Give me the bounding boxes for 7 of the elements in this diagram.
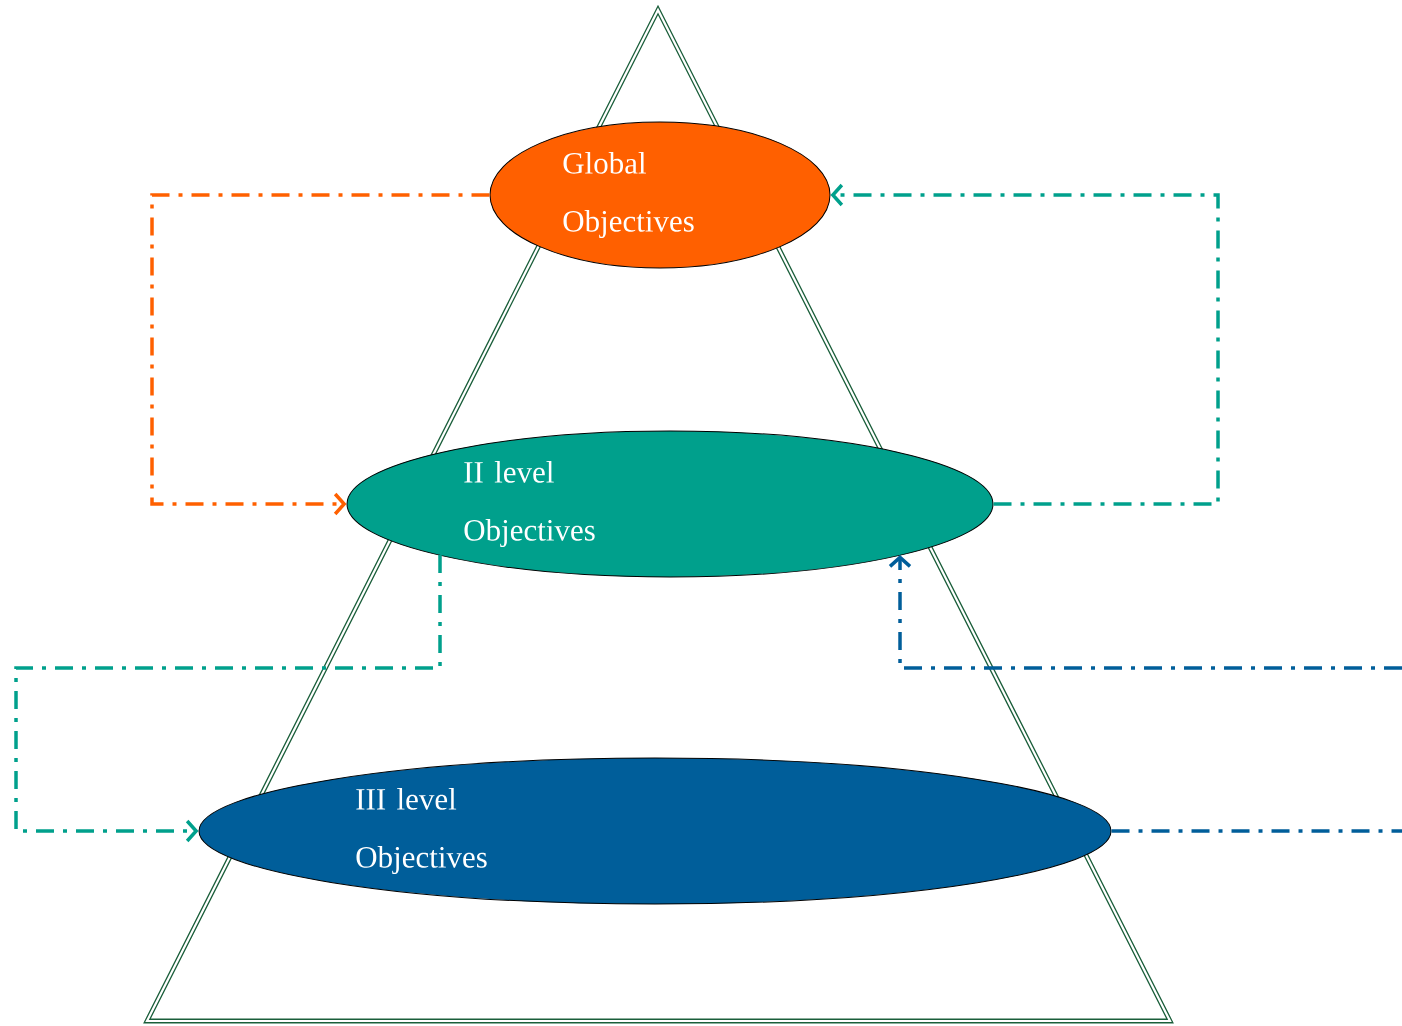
dash-dot-arrow xyxy=(14,555,442,843)
dash-dot-arrow xyxy=(888,555,1402,670)
dash-dot-arrow xyxy=(150,193,490,516)
dash-dot-arrow xyxy=(830,183,1220,506)
ellipse-node: II level Objectives xyxy=(346,430,994,578)
ellipse-node: III level Objectives xyxy=(198,757,1112,905)
ellipse-node: Global Objectives xyxy=(489,121,831,269)
